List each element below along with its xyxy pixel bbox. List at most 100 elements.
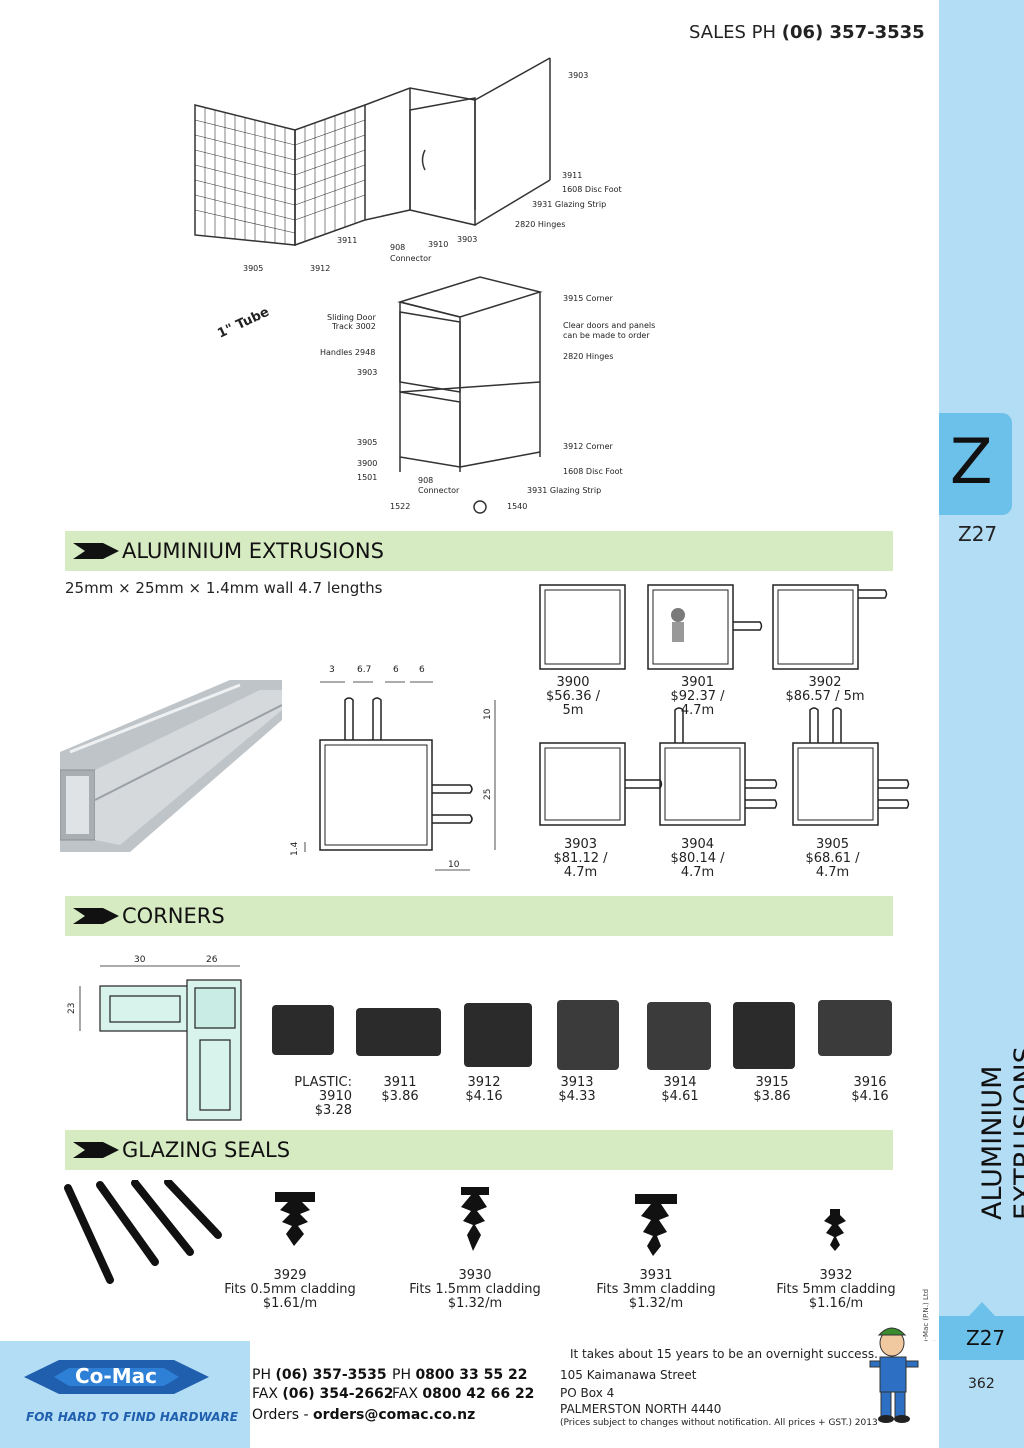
corner-3911: 3911$3.86 xyxy=(381,1075,419,1104)
address-street: 105 Kaimanawa Street xyxy=(560,1368,697,1382)
phone2-line: PH 0800 33 55 22 xyxy=(392,1367,528,1383)
product-3905: 3905$68.61 / 4.7m xyxy=(805,837,860,880)
svg-text:908: 908 xyxy=(390,243,405,252)
svg-text:Sliding Door: Sliding Door xyxy=(327,313,376,322)
tube-label-svg: 1" Tube xyxy=(215,305,271,342)
sales-phone: SALES PH (06) 357-3535 xyxy=(689,22,925,43)
svg-text:1.4: 1.4 xyxy=(290,841,300,856)
glazing-title: GLAZING SEALS xyxy=(122,1138,291,1162)
svg-text:Connector: Connector xyxy=(390,254,432,263)
orders-line: Orders - orders@comac.co.nz xyxy=(252,1407,476,1423)
corner-3912-image xyxy=(464,1003,532,1067)
svg-text:6: 6 xyxy=(393,665,399,675)
tube-label: 1" Tube xyxy=(215,305,271,342)
svg-text:3905: 3905 xyxy=(243,264,263,273)
corner-3913: 3913$4.33 xyxy=(558,1075,596,1104)
svg-text:3900: 3900 xyxy=(357,459,377,468)
corners-title: CORNERS xyxy=(122,904,225,928)
product-3902: 3902$86.57 / 5m xyxy=(785,675,865,704)
svg-text:3931 Glazing Strip: 3931 Glazing Strip xyxy=(532,200,606,209)
svg-text:1608 Disc Foot: 1608 Disc Foot xyxy=(562,185,622,194)
svg-text:3903: 3903 xyxy=(568,71,588,80)
svg-text:23: 23 xyxy=(67,1003,77,1014)
phone-line: PH (06) 357-3535 xyxy=(252,1367,387,1383)
svg-text:6.7: 6.7 xyxy=(357,665,371,675)
product-3900: 3900$56.36 / 5m xyxy=(546,675,600,718)
section-tab[interactable] xyxy=(939,413,1012,515)
svg-text:can be made to order: can be made to order xyxy=(563,331,650,340)
svg-text:2820 Hinges: 2820 Hinges xyxy=(515,220,565,229)
svg-text:3910: 3910 xyxy=(428,240,448,249)
corner-3912: 3912$4.16 xyxy=(465,1075,503,1104)
quote: It takes about 15 years to be an overnig… xyxy=(570,1347,878,1361)
svg-text:3: 3 xyxy=(329,665,335,675)
fax2-line: FAX 0800 42 66 22 xyxy=(392,1386,535,1402)
svg-text:1540: 1540 xyxy=(507,502,527,511)
svg-text:1501: 1501 xyxy=(357,473,377,482)
svg-text:3915 Corner: 3915 Corner xyxy=(563,294,614,303)
bottom-code: Z27 xyxy=(966,1326,1006,1350)
tab-pointer xyxy=(969,1302,995,1316)
profile-sections xyxy=(539,584,910,826)
corner-3913-image xyxy=(557,1000,619,1070)
corner-3910: PLASTIC: 3910$3.28 xyxy=(294,1075,352,1118)
extrusions-header-bar xyxy=(65,531,893,571)
mascot-icon xyxy=(869,1327,919,1423)
svg-text:3912: 3912 xyxy=(310,264,330,273)
svg-text:26: 26 xyxy=(206,955,218,965)
address-pobox: PO Box 4 xyxy=(560,1386,615,1400)
comac-logo[interactable]: Co-Mac xyxy=(24,1350,209,1405)
corner-3916-image xyxy=(818,1000,892,1056)
product-3901: 3901$92.37 / 4.7m xyxy=(670,675,725,718)
address-city: PALMERSTON NORTH 4440 xyxy=(560,1402,722,1416)
cabinet-diagram: Sliding Door Track 3002 Handles 2948 390… xyxy=(320,276,655,514)
enclosure-diagram: 3903 3911 1608 Disc Foot 3931 Glazing St… xyxy=(194,57,622,273)
vertical-title: ALUMINIUM EXTRUSIONS, CORNERS & GLAZING … xyxy=(977,1037,1024,1220)
svg-text:Clear doors and panels: Clear doors and panels xyxy=(563,321,655,330)
extrusion-photo xyxy=(60,680,282,852)
svg-text:1608 Disc Foot: 1608 Disc Foot xyxy=(563,467,623,476)
mascot-icon xyxy=(671,608,685,642)
seal-3930-profile xyxy=(461,1187,489,1251)
svg-text:3905: 3905 xyxy=(357,438,377,447)
svg-text:Track 3002: Track 3002 xyxy=(331,322,376,331)
svg-text:3911: 3911 xyxy=(337,236,357,245)
extrusions-title: ALUMINIUM EXTRUSIONS xyxy=(122,539,384,563)
corner-dimension-drawing: 30 26 23 xyxy=(67,955,242,1121)
svg-text:Co-Mac: Co-Mac xyxy=(75,1364,157,1388)
section-code: Z27 xyxy=(958,522,998,546)
fax-line: FAX (06) 354-2662 xyxy=(252,1386,394,1402)
svg-text:908: 908 xyxy=(418,476,433,485)
svg-text:3903: 3903 xyxy=(457,235,477,244)
disclaimer: (Prices subject to changes without notif… xyxy=(560,1418,878,1428)
svg-text:10: 10 xyxy=(483,708,493,720)
arrow-icon xyxy=(73,1142,119,1158)
seal-3932-profile xyxy=(824,1209,846,1251)
sales-number: (06) 357-3535 xyxy=(781,22,925,43)
corner-3914: 3914$4.61 xyxy=(661,1075,699,1104)
seal-3929-profile xyxy=(275,1192,315,1246)
corner-3914-image xyxy=(647,1002,711,1070)
footer-contact-area xyxy=(250,1341,939,1448)
svg-text:10: 10 xyxy=(448,860,460,870)
bottom-code-tab xyxy=(939,1316,1024,1360)
svg-text:2820 Hinges: 2820 Hinges xyxy=(563,352,613,361)
seal-3931-profile xyxy=(635,1194,677,1256)
section-letter: Z xyxy=(950,425,993,498)
orders-email[interactable]: orders@comac.co.nz xyxy=(313,1407,476,1423)
sales-label: SALES PH xyxy=(689,22,777,43)
corner-3910-image xyxy=(272,1005,334,1055)
profile-dimension-drawing: 3 6.7 6 6 10 25 1.4 10 xyxy=(290,665,496,871)
svg-text:6: 6 xyxy=(419,665,425,675)
corner-3916: 3916$4.16 xyxy=(851,1075,889,1104)
corners-header-bar xyxy=(65,896,893,936)
arrow-icon xyxy=(73,543,119,559)
svg-text:Connector: Connector xyxy=(418,486,460,495)
arrow-icon xyxy=(73,908,119,924)
glazing-strip-photo xyxy=(64,1180,222,1284)
svg-text:30: 30 xyxy=(134,955,146,965)
svg-text:1522: 1522 xyxy=(390,502,410,511)
